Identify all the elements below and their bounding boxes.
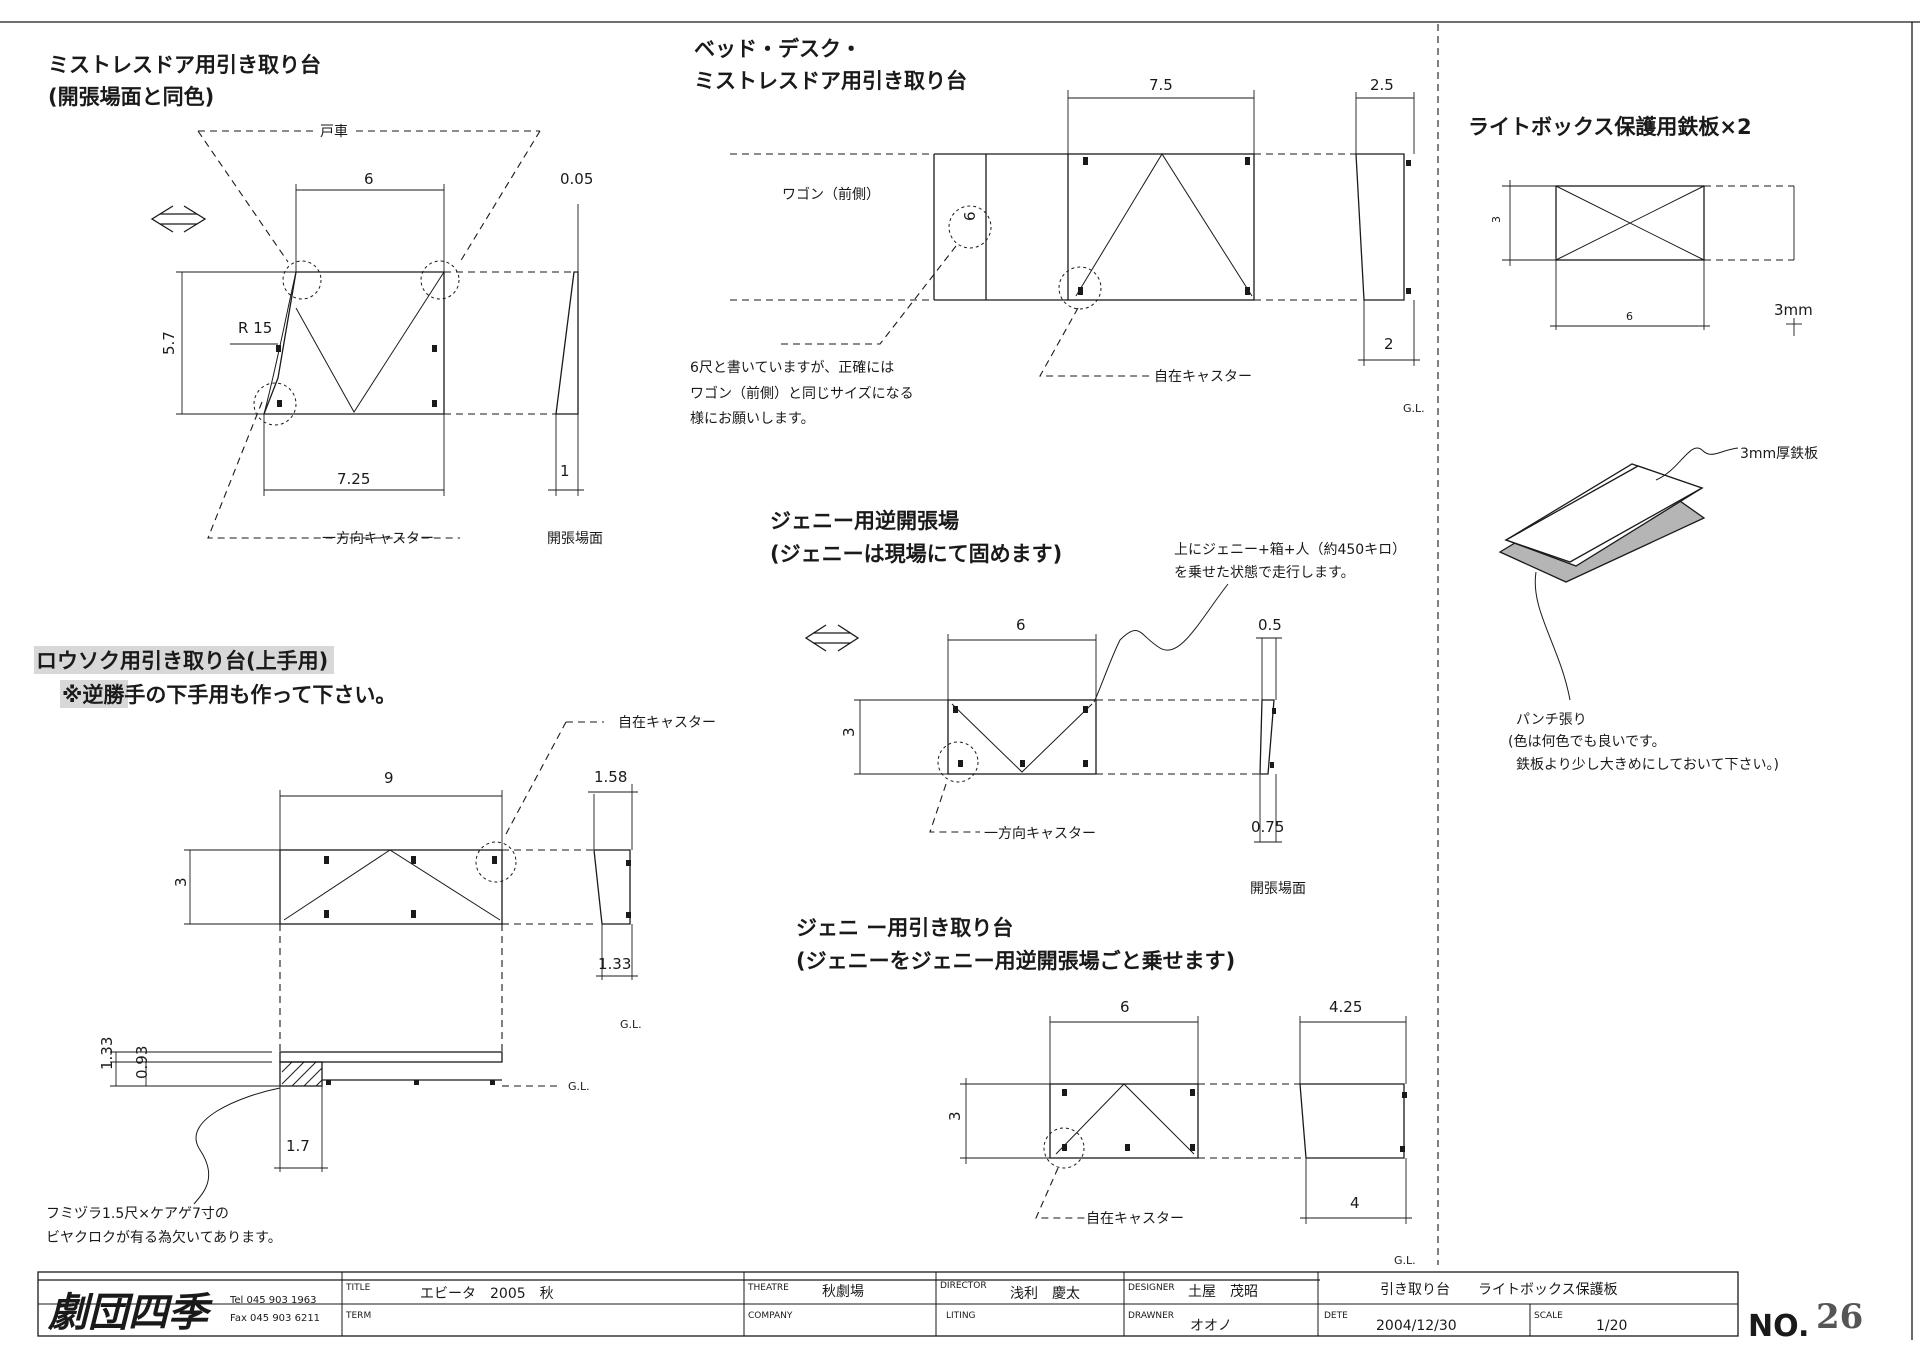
designer-value: 土屋 茂昭 (1188, 1283, 1258, 1300)
scale-label: SCALE (1534, 1311, 1563, 1321)
jenny-pull-title-1: ジェニ ー用引き取り台 (796, 916, 1013, 940)
lightbox-note-1: パンチ張り (1516, 712, 1587, 728)
mistress-dim-top: 6 (364, 170, 374, 188)
mistress-dim-side-top: 0.05 (560, 170, 593, 188)
jenny-pull-dim-top: 6 (1120, 998, 1130, 1016)
jenny-rev-title-1: ジェニー用逆開張場 (770, 509, 959, 533)
jenny-pull-dim-side-top: 4.25 (1329, 998, 1362, 1016)
title-value: エビータ 2005 秋 (420, 1286, 554, 1302)
candle-gl-label-2: G.L. (568, 1080, 590, 1093)
mistress-dim-side-bottom: 1 (560, 462, 570, 480)
section-jenny-pull: ジェニ ー用引き取り台 (ジェニーをジェニー用逆開張場ごと乗せます) 自在キャス… (796, 916, 1416, 1267)
sheet-number-label: NO. (1748, 1309, 1809, 1344)
theatre-label: THEATRE (747, 1283, 789, 1293)
company-fax: Fax 045 903 6211 (230, 1313, 320, 1324)
drawner-label: DRAWNER (1128, 1311, 1174, 1321)
jenny-pull-title-2: (ジェニーをジェニー用逆開張場ごと乗せます) (796, 949, 1235, 973)
jenny-pull-caster-label: 自在キャスター (1086, 1211, 1184, 1227)
jenny-rev-note-1: 上にジェニー+箱+人（約450キロ） (1174, 542, 1406, 558)
section-candle: ロウソク用引き取り台(上手用) ※逆勝手の下手用も作って下さい。 自在キャスター… (34, 646, 716, 1246)
candle-dim-left-outer: 1.33 (98, 1037, 116, 1070)
jenny-rev-dim-top: 6 (1016, 616, 1026, 634)
jenny-pull-dim-height: 3 (946, 1111, 964, 1121)
company-tel: Tel 045 903 1963 (229, 1295, 317, 1306)
company-label: COMPANY (748, 1311, 793, 1321)
candle-dim-top: 9 (384, 769, 394, 787)
jenny-pull-gl-label: G.L. (1394, 1254, 1416, 1267)
bed-desk-dim-side-bottom: 2 (1384, 335, 1394, 353)
lightbox-dim-width: 6 (1626, 310, 1633, 323)
bed-desk-dim-circle: 6 (961, 211, 979, 221)
mistress-dim-radius: R 15 (238, 319, 272, 337)
candle-gl-label: G.L. (620, 1018, 642, 1031)
mistress-dim-height: 5.7 (160, 331, 178, 355)
jenny-rev-dim-height: 3 (840, 727, 858, 737)
mistress-caster-label: 一方向キャスター (322, 531, 434, 547)
jenny-rev-open-scene-label: 開張場面 (1250, 881, 1306, 897)
jenny-rev-dim-side-top: 0.5 (1258, 616, 1282, 634)
section-jenny-reverse: ジェニー用逆開張場 (ジェニーは現場にて固めます) 上にジェニー+箱+人（約45… (770, 509, 1406, 897)
mistress-title-1: ミストレスドア用引き取り台 (48, 53, 321, 77)
date-label: DETE (1324, 1311, 1348, 1321)
jenny-pull-dim-side-bottom: 4 (1350, 1194, 1360, 1212)
section-mistress: ミストレスドア用引き取り台 (開張場面と同色) 戸車 一方向キャスター (48, 53, 603, 547)
direction-arrow-icon-2 (804, 624, 860, 652)
bed-desk-dim-side-top: 2.5 (1370, 76, 1394, 94)
title-block: 劇団四季 Tel 045 903 1963 Fax 045 903 6211 T… (37, 1271, 1863, 1344)
lightbox-dim-thickness: 3mm (1774, 301, 1813, 319)
direction-arrow-icon (150, 205, 207, 233)
lightbox-title: ライトボックス保護用鉄板×2 (1468, 115, 1752, 139)
candle-title-1: ロウソク用引き取り台(上手用) (36, 649, 328, 673)
lightbox-plate-label: 3mm厚鉄板 (1740, 446, 1818, 462)
candle-dim-notch: 1.7 (286, 1137, 310, 1155)
term-label: TERM (345, 1311, 371, 1321)
theatre-value: 秋劇場 (822, 1284, 864, 1300)
jenny-rev-dim-side-bottom: 0.75 (1251, 818, 1284, 836)
bed-desk-title-1: ベッド・デスク・ (694, 37, 862, 61)
drawner-value: オオノ (1190, 1318, 1232, 1334)
sheet-number-value: 26 (1816, 1297, 1863, 1337)
candle-caster-label: 自在キャスター (618, 715, 716, 731)
director-label: DIRECTOR (940, 1281, 987, 1291)
candle-dim-left-inner: 0.93 (133, 1046, 151, 1079)
jenny-rev-caster-label: 一方向キャスター (984, 826, 1096, 842)
bed-desk-dim-top: 7.5 (1149, 76, 1173, 94)
section-lightbox: ライトボックス保護用鉄板×2 3 6 3mm 3mm厚鉄板 パンチ張り (色は何… (1468, 115, 1818, 773)
date-value: 2004/12/30 (1376, 1318, 1457, 1334)
mistress-door-car-label: 戸車 (320, 123, 348, 140)
company-logo: 劇団四季 (47, 1289, 213, 1336)
section-bed-desk: ベッド・デスク・ ミストレスドア用引き取り台 ワゴン（前側） 6 6尺と書いてい… (690, 37, 1425, 427)
bed-desk-gl-label: G.L. (1403, 402, 1425, 415)
bed-desk-note-1: 6尺と書いていますが、正確には (690, 360, 894, 376)
bed-desk-caster-label: 自在キャスター (1154, 369, 1252, 385)
candle-title-2: ※逆勝手の下手用も作って下さい。 (62, 683, 396, 707)
candle-note-1: フミヅラ1.5尺×ケアゲ7寸の (46, 1206, 229, 1222)
title-label: TITLE (345, 1283, 371, 1293)
drawing-title: 引き取り台 ライトボックス保護板 (1380, 1282, 1618, 1298)
candle-note-2: ビヤクロクが有る為欠いてあります。 (46, 1230, 282, 1246)
mistress-title-2: (開張場面と同色) (48, 85, 214, 109)
bed-desk-wagon-label: ワゴン（前側） (782, 186, 880, 203)
liting-label: LITING (946, 1311, 976, 1321)
mistress-open-scene-label: 開張場面 (547, 531, 603, 547)
lightbox-dim-height: 3 (1490, 216, 1503, 223)
bed-desk-note-3: 様にお願いします。 (690, 411, 815, 427)
scale-value: 1/20 (1596, 1318, 1627, 1334)
candle-dim-height: 3 (172, 877, 190, 887)
sheet-border (0, 21, 1920, 1340)
bed-desk-title-2: ミストレスドア用引き取り台 (694, 69, 967, 93)
mistress-dim-bottom: 7.25 (337, 470, 370, 488)
lightbox-note-3: 鉄板より少し大きめにしておいて下さい。) (1516, 757, 1779, 773)
designer-label: DESIGNER (1128, 1283, 1175, 1293)
lightbox-note-2: (色は何色でも良いです。 (1508, 733, 1666, 750)
candle-dim-side-top: 1.58 (594, 768, 627, 786)
bed-desk-note-2: ワゴン（前側）と同じサイズになる (690, 385, 914, 402)
hatched-notch (281, 1061, 323, 1087)
director-value: 浅利 慶太 (1010, 1286, 1080, 1302)
jenny-rev-note-2: を乗せた状態で走行します。 (1174, 565, 1355, 581)
jenny-rev-title-2: (ジェニーは現場にて固めます) (770, 542, 1062, 566)
candle-dim-side-bottom: 1.33 (598, 955, 631, 973)
